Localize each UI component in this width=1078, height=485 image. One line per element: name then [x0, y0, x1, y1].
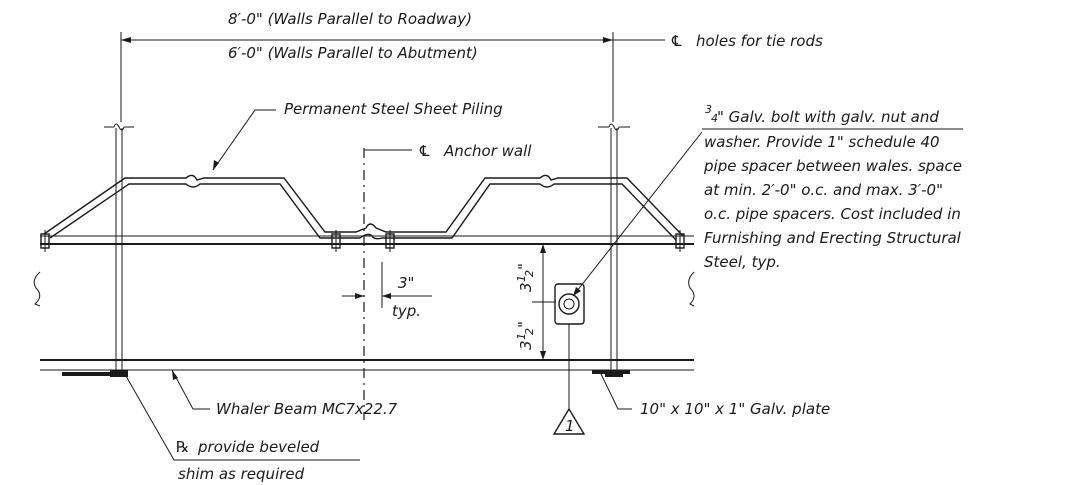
- bolt-size-den: 4: [711, 112, 718, 125]
- spacing-typ: typ.: [392, 302, 421, 320]
- bolt-2: [331, 230, 341, 252]
- anchor-wall-label: Anchor wall: [443, 142, 532, 160]
- bolt-note-line-4: at min. 2′-0" o.c. and max. 3′-0": [704, 181, 943, 199]
- bolt-1: [40, 230, 50, 252]
- lower-spacing-den: 2: [523, 328, 536, 335]
- vertical-dimension: 3 1 2 " 3 1 2 ": [515, 243, 556, 361]
- top-dimension: 8′-0" (Walls Parallel to Roadway) 6′-0" …: [120, 10, 823, 122]
- lower-spacing-whole: 3: [517, 340, 535, 350]
- bolt-note: 3 4 " Galv. bolt with galv. nut and wash…: [702, 103, 963, 271]
- dimension-walls-parallel-abutment: 6′-0" (Walls Parallel to Abutment): [228, 44, 478, 62]
- lower-spacing-num: 1: [515, 333, 528, 340]
- beveled-shim-line-2: shim as required: [178, 465, 305, 483]
- anchor-wall-callout: ℄ Anchor wall: [364, 142, 532, 160]
- galv-plate-callout: 10" x 10" x 1" Galv. plate: [592, 370, 830, 418]
- upper-spacing-num: 1: [515, 275, 528, 282]
- tie-rod-left: [104, 123, 134, 377]
- dimension-walls-parallel-roadway: 8′-0" (Walls Parallel to Roadway): [228, 10, 472, 28]
- galv-plate-label: 10" x 10" x 1" Galv. plate: [640, 400, 830, 418]
- whaler-beam-label: Whaler Beam MC7x22.7: [216, 400, 398, 418]
- bolt-3: [385, 230, 395, 252]
- tie-rod-right: [598, 123, 630, 377]
- bolt-group: [40, 230, 685, 252]
- sheet-piling: [43, 174, 684, 241]
- bolt-4: [675, 230, 685, 252]
- bolt-note-line-6: Furnishing and Erecting Structural: [704, 229, 962, 247]
- bolt-plate-detail: 1: [552, 131, 703, 435]
- sheet-piling-callout: Permanent Steel Sheet Piling: [212, 100, 503, 171]
- detail-1-triangle: [552, 407, 586, 435]
- detail-1-number: 1: [565, 417, 575, 435]
- plate-symbol: ℞: [176, 438, 189, 456]
- upper-spacing-inch: ": [515, 263, 533, 270]
- spacing-dimension: 3" typ.: [342, 262, 432, 320]
- whaler-beam-callout: Whaler Beam MC7x22.7: [171, 369, 398, 418]
- beveled-shim-callout: ℞ provide beveled shim as required: [62, 372, 360, 483]
- beveled-shim-line-1: provide beveled: [197, 438, 320, 456]
- centerline-symbol: ℄: [670, 32, 683, 50]
- bolt-note-line-3: pipe spacer between wales. space: [703, 157, 962, 175]
- bolt-note-line-1: " Galv. bolt with galv. nut and: [717, 108, 939, 126]
- anchor-wall-symbol: ℄: [418, 142, 431, 160]
- bolt-size-num: 3: [705, 103, 712, 116]
- bolt-note-line-7: Steel, typ.: [704, 253, 781, 271]
- tie-rod-holes-label: holes for tie rods: [696, 32, 823, 50]
- sheet-piling-label: Permanent Steel Sheet Piling: [284, 100, 503, 118]
- bolt-note-line-2: washer. Provide 1" schedule 40: [704, 133, 940, 151]
- upper-spacing-whole: 3: [517, 282, 535, 292]
- bolt-note-line-5: o.c. pipe spacers. Cost included in: [704, 205, 961, 223]
- lower-spacing-inch: ": [515, 321, 533, 328]
- upper-spacing-den: 2: [523, 270, 536, 277]
- spacing-value: 3": [398, 274, 414, 292]
- whaler-beam: [33, 235, 695, 371]
